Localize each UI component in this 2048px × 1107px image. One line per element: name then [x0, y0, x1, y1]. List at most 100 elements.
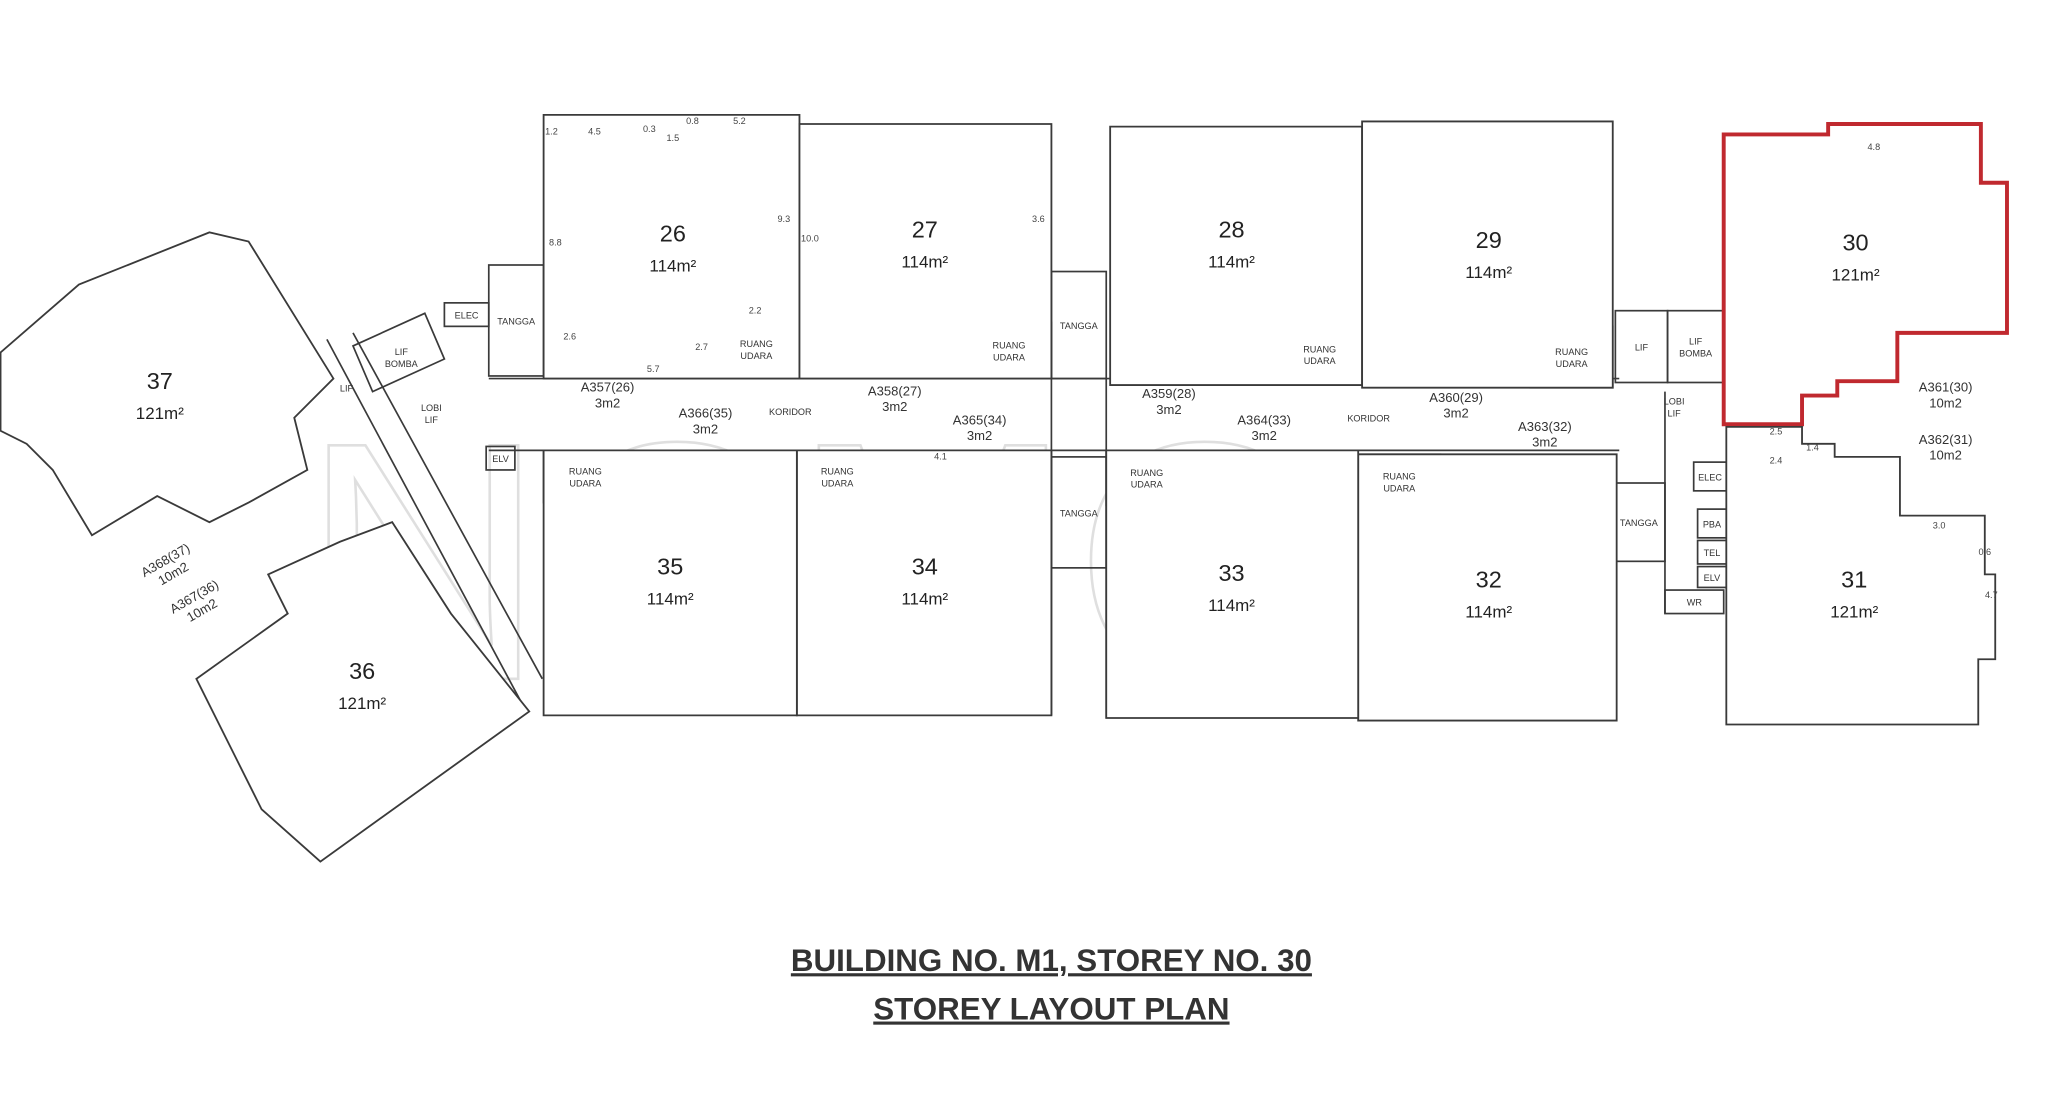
unit-number: 27 [912, 217, 938, 243]
dimension-label: 5.2 [733, 116, 746, 126]
unit-35[interactable] [542, 449, 798, 717]
dimension-label: 0.6 [1978, 547, 1991, 557]
dimension-label: 0.8 [686, 116, 699, 126]
unit-number: 36 [349, 658, 375, 684]
parcel-A362(31)[interactable]: A362(31)10m2 [1919, 432, 1973, 463]
parcel-id: A360(29) [1429, 390, 1483, 405]
dimension-label: 4.1 [934, 452, 947, 462]
room-label: TANGGA [1060, 508, 1099, 518]
room-label: TANGGA [1620, 518, 1659, 528]
room-label: UDARA [1131, 480, 1164, 490]
room-label: UDARA [740, 351, 773, 361]
room-label: WR [1687, 598, 1703, 608]
unit-area: 121m² [1832, 266, 1880, 285]
dimension-label: 1.5 [666, 133, 679, 143]
parcel-A368(37)[interactable]: A368(37)10m2 [138, 540, 200, 593]
parcel-A359(28)[interactable]: A359(28)3m2 [1142, 386, 1196, 417]
unit-area: 114m² [901, 589, 948, 608]
unit-area: 114m² [1465, 602, 1512, 621]
dimension-label: 5.7 [647, 364, 660, 374]
parcel-id: A364(33) [1237, 412, 1291, 427]
unit-37[interactable] [0, 231, 335, 537]
room-label: RUANG [569, 467, 602, 477]
parcel-A360(29)[interactable]: A360(29)3m2 [1429, 390, 1483, 421]
room-label: BOMBA [1679, 348, 1713, 358]
unit-36[interactable] [195, 521, 531, 863]
room-label: ELEC [1698, 472, 1722, 482]
dimension-label: 2.6 [563, 331, 576, 341]
parcel-area: 3m2 [1443, 406, 1468, 421]
parcel-area: 3m2 [693, 421, 718, 436]
parcel-A357(26)[interactable]: A357(26)3m2 [581, 380, 635, 411]
unit-area: 114m² [1208, 253, 1255, 272]
unit-27[interactable] [798, 123, 1053, 380]
dimension-label: 0.3 [643, 124, 656, 134]
parcel-A365(34)[interactable]: A365(34)3m2 [953, 412, 1007, 443]
parcel-area: 3m2 [1252, 428, 1277, 443]
dimension-label: 1.4 [1806, 442, 1819, 452]
room-label: RUANG [993, 341, 1026, 351]
dimension-label: 8.8 [549, 237, 562, 247]
parcel-id: A363(32) [1518, 419, 1572, 434]
room-label: ELV [1704, 573, 1721, 583]
parcel-A364(33)[interactable]: A364(33)3m2 [1237, 412, 1291, 443]
parcel-id: A359(28) [1142, 386, 1196, 401]
room-label: UDARA [569, 478, 602, 488]
room-label: LIF [1689, 337, 1703, 347]
unit-number: 28 [1219, 217, 1245, 243]
room-label: LIF [425, 415, 439, 425]
parcel-A358(27)[interactable]: A358(27)3m2 [868, 384, 922, 415]
unit-area: 114m² [901, 253, 948, 272]
unit-area: 121m² [1830, 602, 1878, 621]
parcel-A363(32)[interactable]: A363(32)3m2 [1518, 419, 1572, 450]
highlight-outline [1721, 122, 2009, 427]
dimension-label: 4.7 [1985, 590, 1998, 600]
room-label: ELV [492, 454, 509, 464]
room-label: PBA [1703, 519, 1722, 529]
title-line-2: STOREY LAYOUT PLAN [873, 992, 1229, 1027]
room-label: LIF [395, 347, 409, 357]
service-room [485, 445, 516, 471]
parcel-area: 3m2 [1156, 402, 1181, 417]
parcel-id: A357(26) [581, 380, 635, 395]
unit-number: 32 [1476, 566, 1502, 592]
room-label: RUANG [1130, 468, 1163, 478]
dimension-label: 2.4 [1770, 455, 1783, 465]
room-label: RUANG [740, 339, 773, 349]
parcel-id: A361(30) [1919, 380, 1973, 395]
unit-29[interactable] [1361, 120, 1614, 389]
parcel-A366(35)[interactable]: A366(35)3m2 [679, 406, 733, 437]
room-label: UDARA [1304, 356, 1337, 366]
room-label: RUANG [1555, 347, 1588, 357]
unit-area: 121m² [136, 404, 184, 423]
unit-number: 26 [660, 221, 686, 247]
unit-31[interactable] [1725, 425, 1997, 726]
dimension-label: 2.7 [695, 342, 708, 352]
room-label: UDARA [1556, 359, 1589, 369]
unit-33[interactable] [1105, 449, 1360, 719]
parcel-A361(30)[interactable]: A361(30)10m2 [1919, 380, 1973, 411]
corridor-wall [326, 339, 524, 706]
room-label: BOMBA [385, 359, 419, 369]
parcel-id: A358(27) [868, 384, 922, 399]
title-line-1: BUILDING NO. M1, STOREY NO. 30 [791, 943, 1312, 978]
unit-area: 121m² [338, 694, 386, 713]
parcel-area: 10m2 [1929, 395, 1962, 410]
room-label: KORIDOR [769, 407, 812, 417]
service-room [443, 302, 490, 328]
parcel-A367(36)[interactable]: A367(36)10m2 [167, 577, 229, 630]
unit-number: 35 [657, 553, 683, 579]
room-label: RUANG [1303, 344, 1336, 354]
room-label: LOBI [421, 403, 442, 413]
unit-34[interactable] [795, 449, 1053, 717]
parcel-id: A365(34) [953, 412, 1007, 427]
dimension-label: 10.0 [801, 234, 819, 244]
dimension-label: 4.8 [1867, 142, 1880, 152]
room-label: LIF [340, 384, 354, 394]
dimension-label: 2.2 [749, 305, 762, 315]
dimension-label: 3.6 [1032, 214, 1045, 224]
unit-number: 31 [1841, 566, 1867, 592]
room-label: TEL [1704, 548, 1721, 558]
unit-area: 114m² [647, 589, 694, 608]
